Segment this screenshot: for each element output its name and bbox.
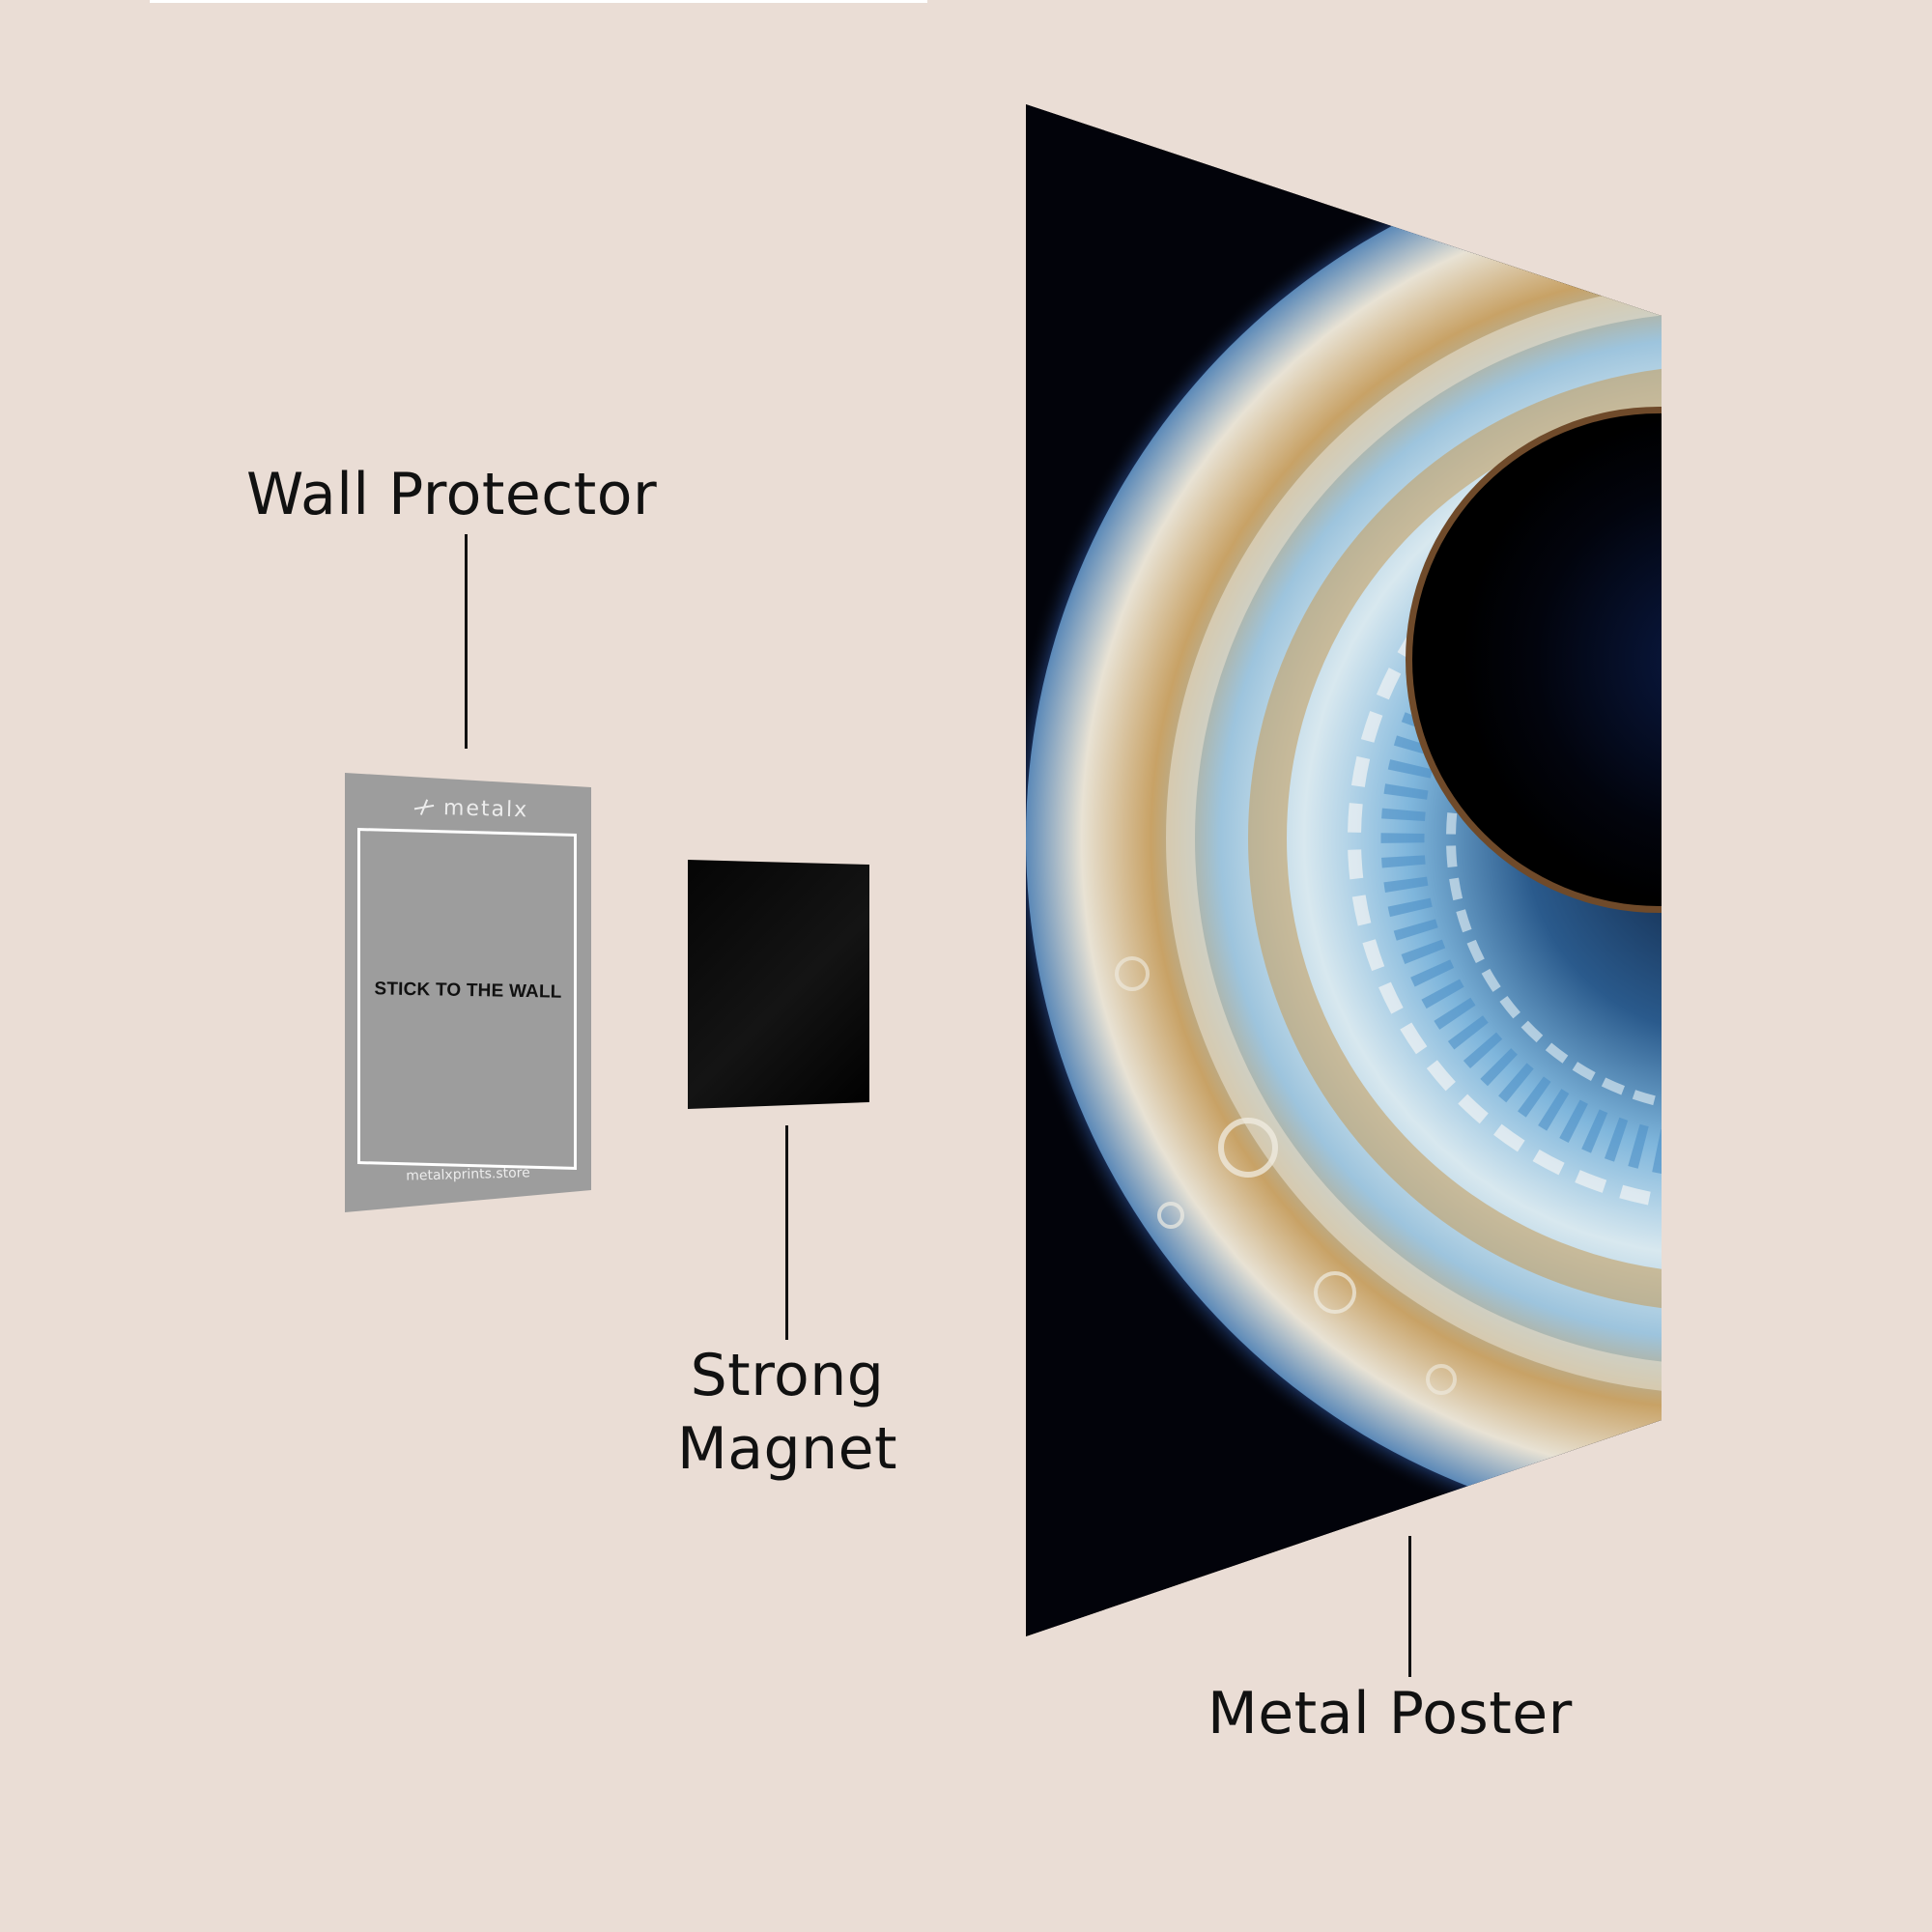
metalx-logo: metalx (412, 793, 539, 823)
logo-text: metalx (442, 795, 529, 822)
website-url: metalxprints.store (406, 1165, 530, 1184)
metal-poster (1026, 104, 1662, 1636)
wall-protector-leader-line (465, 534, 468, 749)
strong-magnet-label-line1: Strong (690, 1342, 885, 1409)
wall-protector-card: metalx STICK TO THE WALL metalxprints.st… (345, 773, 591, 1212)
strong-magnet-label: Strong Magnet (618, 1339, 956, 1486)
metal-poster-leader-line (1408, 1536, 1411, 1677)
strong-magnet (688, 860, 869, 1109)
strong-magnet-leader-line (785, 1125, 788, 1340)
iris-artwork (1026, 104, 1662, 1636)
stick-instruction: STICK TO THE WALL (374, 979, 562, 1003)
metalx-logo-icon (413, 799, 435, 815)
wall-protector-label: Wall Protector (246, 461, 658, 528)
strong-magnet-label-line2: Magnet (676, 1415, 898, 1483)
top-edge-strip (150, 0, 927, 3)
metal-poster-label: Metal Poster (1208, 1680, 1573, 1747)
